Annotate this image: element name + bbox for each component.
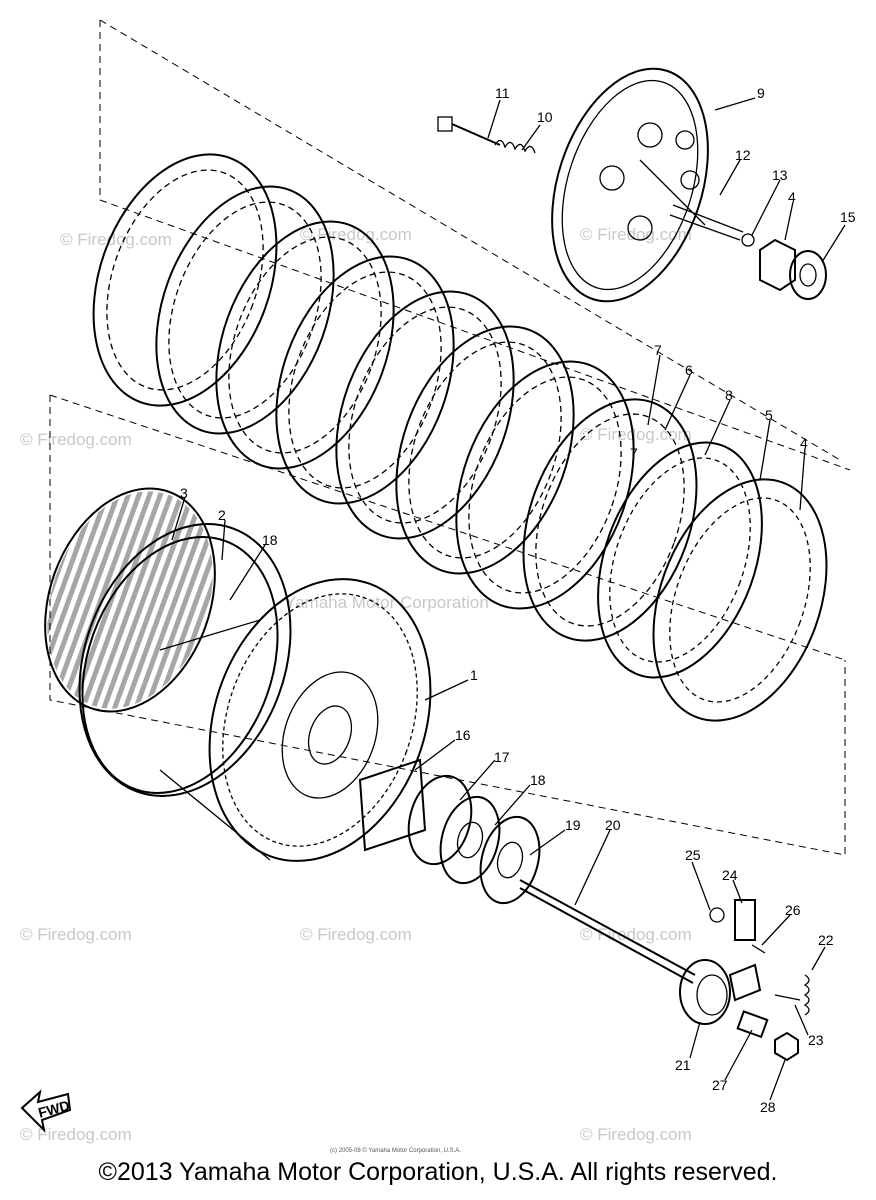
watermark-text: © Firedog.com <box>20 1125 132 1144</box>
callout-24: 24 <box>722 867 738 883</box>
watermark-text: © Firedog.com <box>580 225 692 244</box>
nut-washer <box>741 233 827 300</box>
watermark-text: © Firedog.com <box>580 925 692 944</box>
callout-16: 16 <box>455 727 471 743</box>
watermark-text: © Firedog.com <box>60 230 172 249</box>
callout-4: 4 <box>800 435 808 451</box>
callout-5: 5 <box>765 407 773 423</box>
callout-8: 8 <box>725 387 733 403</box>
callout-27: 27 <box>712 1077 728 1093</box>
copyright-notice: ©2013 Yamaha Motor Corporation, U.S.A. A… <box>98 1158 778 1186</box>
callout-13: 13 <box>772 167 788 183</box>
callout-11: 11 <box>495 85 510 101</box>
callout-7: 7 <box>654 342 662 358</box>
watermark-text: © Firedog.com <box>580 425 692 444</box>
callout-1: 1 <box>470 667 478 683</box>
callout-20: 20 <box>605 817 621 833</box>
callout-18-top: 18 <box>262 532 278 548</box>
push-rod <box>519 879 696 984</box>
callout-2: 2 <box>218 507 226 523</box>
callout-25: 25 <box>685 847 701 863</box>
callout-labels: 1 2 3 4 4 5 6 7 7 8 9 10 11 12 13 15 16 … <box>180 85 856 1115</box>
clutch-plate-stack <box>92 153 828 722</box>
clutch-housing <box>44 487 432 862</box>
dashed-frames <box>49 19 851 856</box>
callout-12: 12 <box>735 147 751 163</box>
callout-17: 17 <box>494 749 510 765</box>
callout-7-inner: 7 <box>630 445 638 461</box>
fwd-arrow-icon: FWD <box>20 1089 71 1134</box>
callout-23: 23 <box>808 1032 824 1048</box>
watermark-text: © Firedog.com <box>300 925 412 944</box>
callout-10: 10 <box>537 109 553 125</box>
callout-18: 18 <box>530 772 546 788</box>
o-ring <box>81 536 279 794</box>
watermark-text: © Firedog.com <box>20 430 132 449</box>
callout-22: 22 <box>818 932 834 948</box>
watermark-text: © Firedog.com <box>580 1125 692 1144</box>
callout-3: 3 <box>180 485 188 501</box>
watermark-text: © Firedog.com <box>300 225 412 244</box>
callout-9: 9 <box>757 85 765 101</box>
shaft-washers <box>358 758 541 905</box>
watermark-center: Yamaha Motor Corporation <box>285 593 489 612</box>
pressure-plate <box>551 67 744 303</box>
watermark-layer: © Firedog.com © Firedog.com © Firedog.co… <box>20 225 692 1144</box>
callout-21: 21 <box>675 1057 691 1073</box>
push-lever-assembly <box>679 899 810 1062</box>
callout-15: 15 <box>840 209 856 225</box>
spring-bolt <box>437 116 536 154</box>
leader-lines <box>171 97 846 1101</box>
callout-19: 19 <box>565 817 581 833</box>
callout-26: 26 <box>785 902 801 918</box>
fwd-label: FWD <box>36 1097 71 1121</box>
callout-4-top: 4 <box>788 189 796 205</box>
watermark-text: © Firedog.com <box>20 925 132 944</box>
callout-6: 6 <box>685 362 693 378</box>
small-print: (c) 2005-08 © Yamaha Motor Corporation, … <box>330 1147 461 1154</box>
callout-28: 28 <box>760 1099 776 1115</box>
